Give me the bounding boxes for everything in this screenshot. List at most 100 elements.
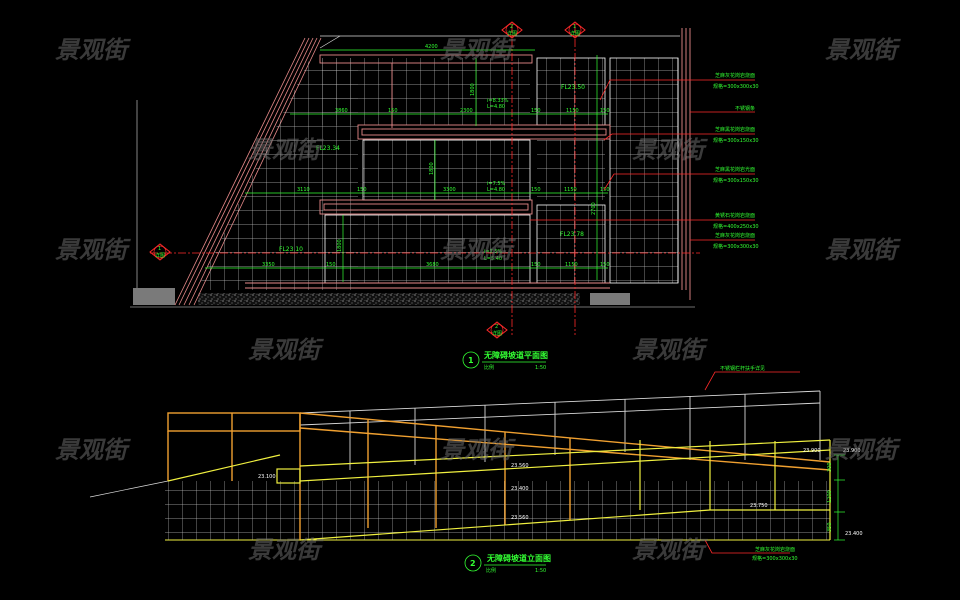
svg-text:比例: 比例 xyxy=(486,567,496,574)
dims-row3: 3350 150 3680 150 1150 150 xyxy=(262,262,610,268)
svg-text:150: 150 xyxy=(600,262,610,268)
section-marker[interactable]: 2 详图 xyxy=(486,321,508,339)
svg-text:i=8.33%: i=8.33% xyxy=(487,98,509,104)
plan-title-block: 1 无障碍坡道平面图 比例 1:50 xyxy=(462,350,548,371)
dims-row2: 3110 150 3300 150 1150 150 xyxy=(297,187,610,193)
paving-grid xyxy=(196,57,679,290)
svg-text:23.900: 23.900 xyxy=(803,448,821,454)
svg-text:150: 150 xyxy=(357,187,367,193)
svg-text:150: 150 xyxy=(326,262,336,268)
adjacent-block xyxy=(133,288,175,305)
svg-text:2300: 2300 xyxy=(460,108,473,114)
svg-text:景观街: 景观街 xyxy=(825,436,901,464)
svg-text:景观街: 景观街 xyxy=(55,436,131,464)
dim-top: 4200 xyxy=(425,44,438,50)
svg-text:FL23.50: FL23.50 xyxy=(561,84,585,91)
svg-text:芝麻灰花岗岩烧面: 芝麻灰花岗岩烧面 xyxy=(755,546,795,553)
svg-text:150: 150 xyxy=(600,108,610,114)
svg-text:1200: 1200 xyxy=(827,490,833,503)
svg-text:1800: 1800 xyxy=(470,83,476,96)
svg-text:150: 150 xyxy=(531,108,541,114)
svg-text:详图: 详图 xyxy=(492,330,502,337)
svg-text:FL23.78: FL23.78 xyxy=(560,231,584,238)
svg-text:景观街: 景观街 xyxy=(440,36,516,64)
floor-levels: FL23.50 FL23.34 FL23.10 FL23.78 xyxy=(279,84,585,253)
ramp-curbs xyxy=(245,54,611,289)
dims-row1: 3860 150 2300 150 1150 150 xyxy=(335,108,610,114)
ramp-slope-lines xyxy=(167,439,831,541)
svg-text:芝麻黑花岗岩光面: 芝麻黑花岗岩光面 xyxy=(715,166,755,173)
section-marker[interactable]: 1 详图 xyxy=(564,21,586,39)
svg-text:1:50: 1:50 xyxy=(535,365,546,371)
boundary-wall xyxy=(677,28,691,300)
svg-text:规格=300x150x30: 规格=300x150x30 xyxy=(713,137,759,144)
svg-text:景观街: 景观街 xyxy=(825,236,901,264)
section-marker[interactable]: 1 详图 xyxy=(149,243,171,261)
svg-text:景观街: 景观街 xyxy=(825,36,901,64)
svg-text:1: 1 xyxy=(573,24,576,30)
svg-text:景观街: 景观街 xyxy=(55,36,131,64)
svg-text:L=4.80: L=4.80 xyxy=(487,104,505,110)
svg-text:1150: 1150 xyxy=(565,262,578,268)
svg-text:23.750: 23.750 xyxy=(750,503,768,509)
svg-text:2: 2 xyxy=(470,559,476,568)
svg-text:详图: 详图 xyxy=(155,252,165,259)
svg-text:23.400: 23.400 xyxy=(845,531,863,537)
svg-text:景观街: 景观街 xyxy=(440,236,516,264)
svg-text:2: 2 xyxy=(495,324,498,330)
svg-text:规格=300x150x30: 规格=300x150x30 xyxy=(713,177,759,184)
svg-text:3680: 3680 xyxy=(426,262,439,268)
svg-text:2: 2 xyxy=(510,24,513,30)
svg-text:23.400: 23.400 xyxy=(511,486,529,492)
svg-text:景观街: 景观街 xyxy=(248,336,324,364)
svg-text:23.100: 23.100 xyxy=(258,474,276,480)
elevation-dimension xyxy=(834,454,845,541)
paving-callout: 芝麻灰花岗岩烧面 规格=300x300x30 xyxy=(704,539,798,562)
svg-text:150: 150 xyxy=(388,108,398,114)
svg-text:芝麻灰花岗岩烧面: 芝麻灰花岗岩烧面 xyxy=(715,232,755,239)
svg-text:L=5.40: L=5.40 xyxy=(484,256,502,262)
material-callouts: 芝麻灰花岗岩烧面 规格=300x300x30 不锈钢条 芝麻黑花岗岩烧面 规格=… xyxy=(530,72,759,250)
svg-text:i=7.5%: i=7.5% xyxy=(484,249,503,255)
svg-text:规格=300x300x30: 规格=300x300x30 xyxy=(752,555,798,562)
svg-text:1800: 1800 xyxy=(429,162,435,175)
svg-text:300: 300 xyxy=(827,462,833,472)
svg-text:FL23.34: FL23.34 xyxy=(316,145,340,152)
svg-text:23.560: 23.560 xyxy=(511,463,529,469)
svg-text:i=7.5%: i=7.5% xyxy=(487,181,506,187)
svg-text:景观街: 景观街 xyxy=(248,136,324,164)
svg-text:3350: 3350 xyxy=(262,262,275,268)
svg-text:规格=400x250x30: 规格=400x250x30 xyxy=(713,223,759,230)
section-marker[interactable]: 2 详图 xyxy=(501,21,523,39)
svg-text:黄锈石花岗岩烧面: 黄锈石花岗岩烧面 xyxy=(715,212,755,219)
handrail-callout: 不锈钢栏杆扶手详见 xyxy=(704,365,800,391)
svg-text:芝麻黑花岗岩烧面: 芝麻黑花岗岩烧面 xyxy=(715,126,755,133)
svg-text:景观街: 景观街 xyxy=(632,336,708,364)
dimension-lines xyxy=(205,49,608,282)
svg-text:150: 150 xyxy=(600,187,610,193)
svg-text:景观街: 景观街 xyxy=(248,536,324,564)
svg-text:景观街: 景观街 xyxy=(632,136,708,164)
svg-text:150: 150 xyxy=(531,187,541,193)
svg-text:FL23.10: FL23.10 xyxy=(279,246,303,253)
svg-text:规格=300x300x30: 规格=300x300x30 xyxy=(713,243,759,250)
elevation-view: 23.100 23.560 23.400 23.560 23.900 23.90… xyxy=(89,365,863,574)
adjacent-block xyxy=(590,293,630,305)
slope-labels: i=8.33% L=4.80 i=7.5% L=4.80 i=7.5% L=5.… xyxy=(484,98,509,262)
svg-text:1:50: 1:50 xyxy=(535,568,546,574)
svg-text:无障碍坡道平面图: 无障碍坡道平面图 xyxy=(483,350,548,360)
upper-ramp-frame xyxy=(167,412,831,540)
svg-text:23.560: 23.560 xyxy=(511,515,529,521)
svg-text:150: 150 xyxy=(531,262,541,268)
handrail xyxy=(299,390,821,470)
elevation-levels: 23.100 23.560 23.400 23.560 23.900 23.90… xyxy=(258,448,863,537)
svg-text:1: 1 xyxy=(158,246,161,252)
svg-text:芝麻灰花岗岩烧面: 芝麻灰花岗岩烧面 xyxy=(715,72,755,79)
svg-text:350: 350 xyxy=(827,522,833,532)
svg-text:3110: 3110 xyxy=(297,187,310,193)
svg-text:无障碍坡道立面图: 无障碍坡道立面图 xyxy=(486,553,551,563)
dims-vertical: 1800 1800 2700 1800 xyxy=(337,83,597,252)
svg-text:2700: 2700 xyxy=(591,202,597,215)
